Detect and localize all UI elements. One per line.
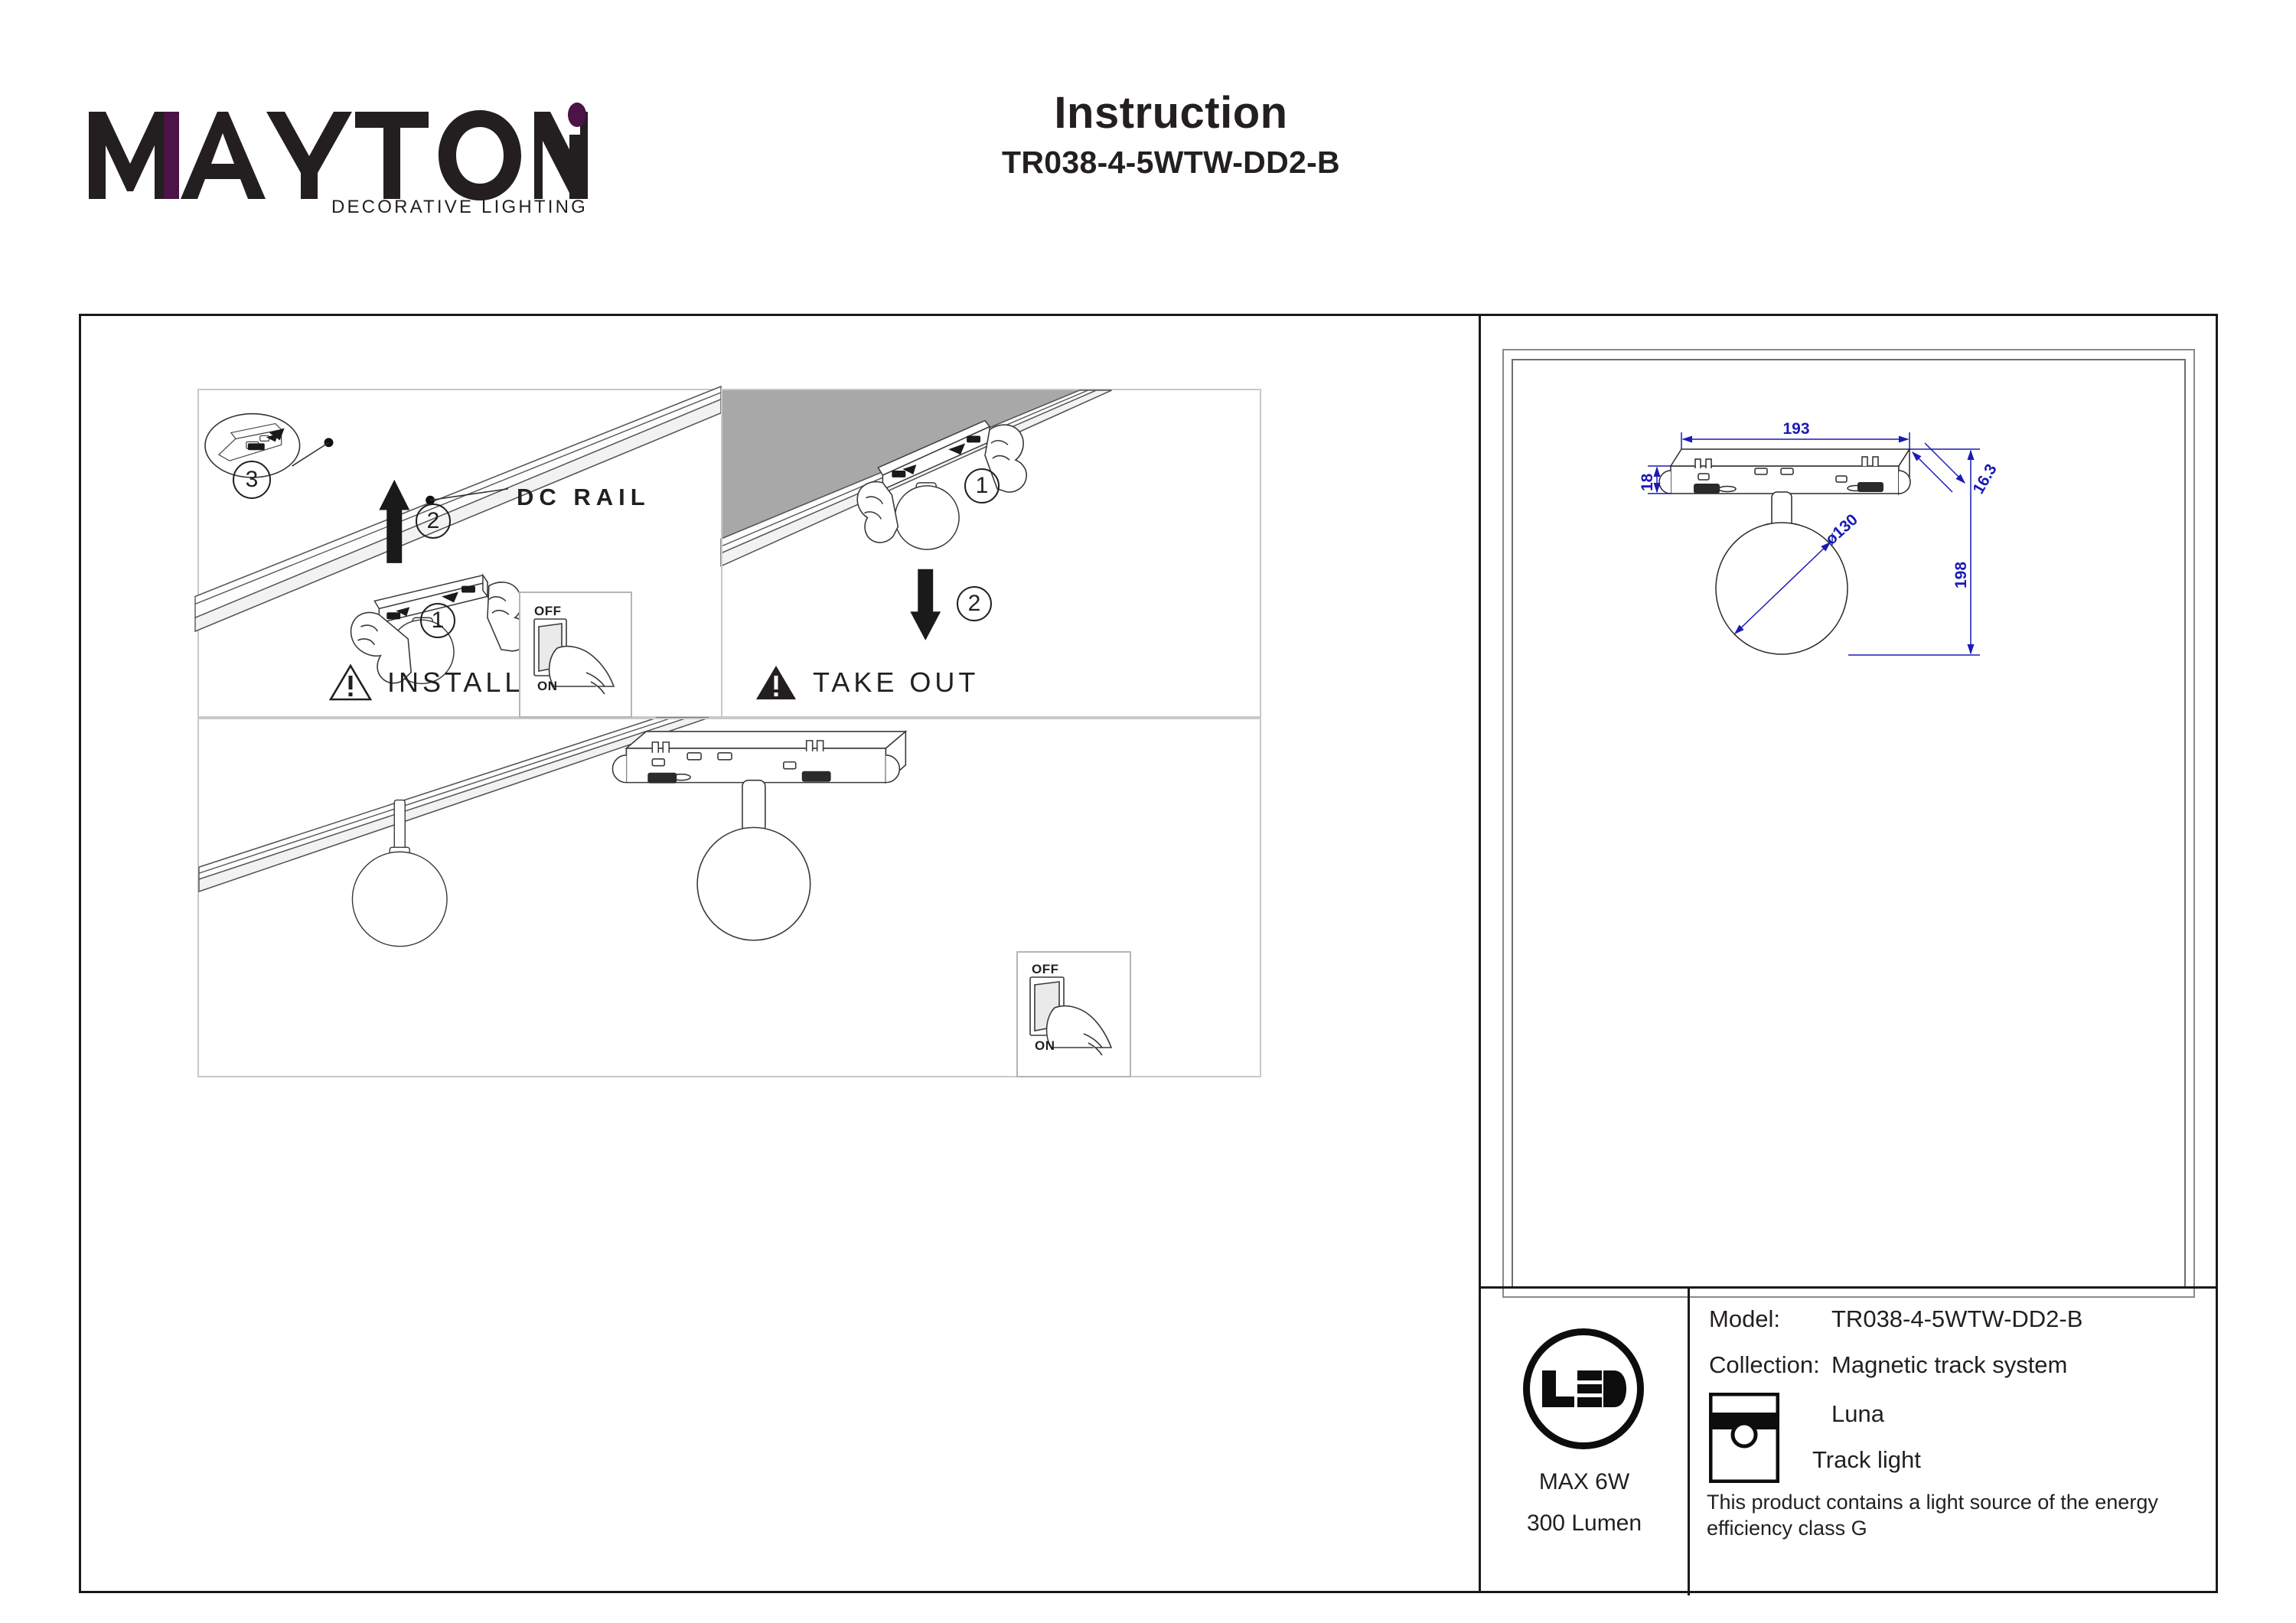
led-info-block: MAX 6W 300 Lumen [1481,1289,1688,1595]
content-frame: DC RAIL 3 1 2 INSTALL [79,314,2218,1595]
warning-triangle-filled-icon [756,666,796,699]
switch-off-label: OFF [534,604,562,618]
panel-installed-view [197,717,1261,1077]
page-model-code: TR038-4-5WTW-DD2-B [1002,144,1340,180]
step-badge-1-takeout: 1 [964,468,1000,504]
warning-triangle-outline-icon [329,663,372,701]
product-type: Track light [1812,1446,1921,1473]
step-badge-3: 3 [233,461,271,499]
page-title: Instruction [1054,88,1288,138]
model-value: TR038-4-5WTW-DD2-B [1831,1305,2083,1332]
install-warning: INSTALL [329,663,523,702]
collection-label: Collection: [1709,1351,1820,1378]
step-badge-2-takeout: 2 [957,586,992,621]
dim-width-text: 193 [1782,420,1809,438]
info-panel-divider [1688,1289,1690,1595]
panel-install: DC RAIL 3 1 2 INSTALL [194,386,722,718]
dimension-drawing: 193 18 16.3 ø130 198 [1512,359,2186,1289]
dim-depth-text: 16.3 [1969,461,2000,497]
page-header: DECORATIVE LIGHTING Instruction TR038-4-… [0,0,2296,291]
takeout-warning: TAKE OUT [755,663,979,702]
panel-separator-horizontal [197,718,1261,719]
illustration-area: DC RAIL 3 1 2 INSTALL [81,316,1479,1591]
product-info-panel: MAX 6W 300 Lumen Model: TR038-4-5WTW-DD2… [1481,1286,2218,1595]
dc-rail-label: DC RAIL [517,484,651,510]
product-details-block: Model: TR038-4-5WTW-DD2-B Collection: Ma… [1690,1289,2218,1595]
install-label: INSTALL [387,666,524,698]
panel-separator-vertical [721,389,722,718]
takeout-label: TAKE OUT [813,666,980,698]
logo-tagline: DECORATIVE LIGHTING [331,197,588,213]
max-power-text: MAX 6W [1538,1469,1630,1494]
model-label: Model: [1709,1305,1781,1332]
dim-diameter-text: ø130 [1822,511,1861,549]
switch-on-label: ON [537,679,558,693]
spec-area: 193 18 16.3 ø130 198 [1481,316,2218,1595]
panel-takeout: 1 2 TAKE OUT [720,389,1261,718]
switch-on-label-2: ON [1035,1038,1055,1053]
frame-divider [1479,316,1481,1591]
energy-efficiency-note: This product contains a light source of … [1707,1491,2158,1540]
light-switch-box-installed: OFF ON [1016,951,1131,1077]
dim-height-text: 18 [1639,473,1656,491]
lumen-text: 300 Lumen [1526,1511,1642,1536]
step-badge-1: 1 [420,603,455,638]
led-badge-icon [1523,1328,1644,1449]
maytoni-logo: DECORATIVE LIGHTING [83,98,588,213]
title-block: Instruction TR038-4-5WTW-DD2-B [880,90,1462,179]
light-switch-box-install: OFF ON [519,592,632,718]
collection-value: Magnetic track system [1831,1351,2068,1378]
track-light-icon [1708,1392,1780,1484]
product-name: Luna [1831,1400,1884,1427]
dim-total-height-text: 198 [1952,562,1970,588]
step-badge-2: 2 [416,504,451,539]
dimension-frame-outer [1502,349,2195,1298]
switch-off-label-2: OFF [1032,962,1059,976]
